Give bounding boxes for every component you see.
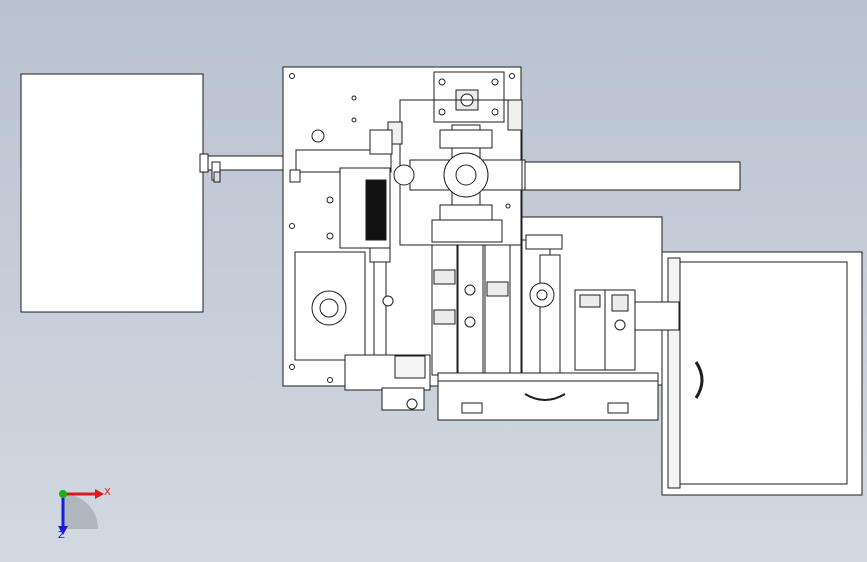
drive-motor[interactable] <box>344 354 431 411</box>
slide-column-2[interactable] <box>457 244 484 376</box>
clamp-mechanism[interactable] <box>289 129 415 249</box>
side-connection-rail[interactable] <box>633 301 680 331</box>
lower-slide-column-2[interactable] <box>529 254 561 376</box>
front-conveyor-box[interactable] <box>437 372 659 421</box>
vacuum-tank-housing[interactable] <box>294 251 366 361</box>
rotary-index-table[interactable] <box>409 124 526 243</box>
x-axis-label: X <box>104 487 111 498</box>
slide-column-1[interactable] <box>431 244 458 376</box>
z-axis-label: Z <box>58 530 65 541</box>
axis-triad <box>58 489 104 535</box>
y-axis-dot-icon <box>59 490 67 498</box>
mounting-holes <box>289 73 515 383</box>
right-drawer-cabinet[interactable] <box>661 251 863 496</box>
slide-column-3[interactable] <box>484 244 511 376</box>
left-cabinet-panel[interactable] <box>20 73 204 313</box>
lower-slide-column-3[interactable] <box>574 289 606 371</box>
feed-rail-right[interactable] <box>504 161 741 191</box>
lower-slide-column-4[interactable] <box>604 289 636 371</box>
